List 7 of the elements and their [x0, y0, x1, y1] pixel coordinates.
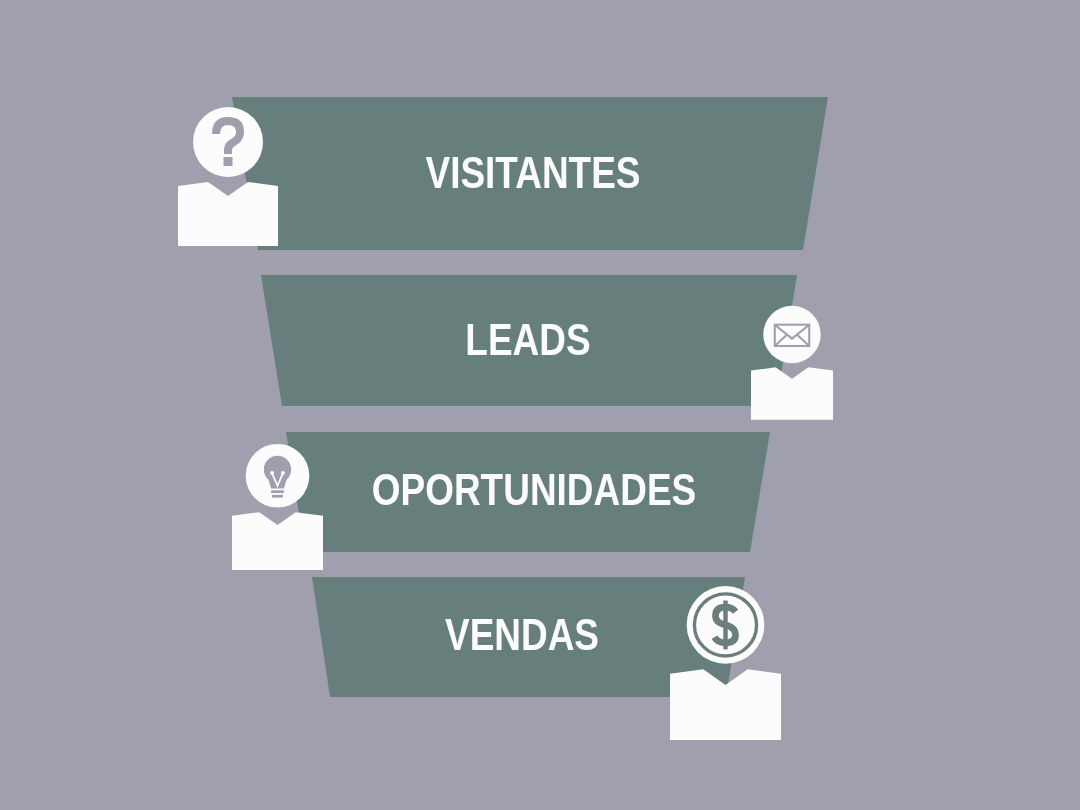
band-label: VISITANTES — [425, 151, 641, 195]
band-label: VENDAS — [445, 613, 599, 657]
band-label: OPORTUNIDADES — [371, 468, 697, 512]
funnel-band — [286, 432, 770, 552]
band-label: LEADS — [465, 318, 591, 362]
funnel-band — [232, 97, 828, 250]
funnel-band — [261, 275, 797, 406]
